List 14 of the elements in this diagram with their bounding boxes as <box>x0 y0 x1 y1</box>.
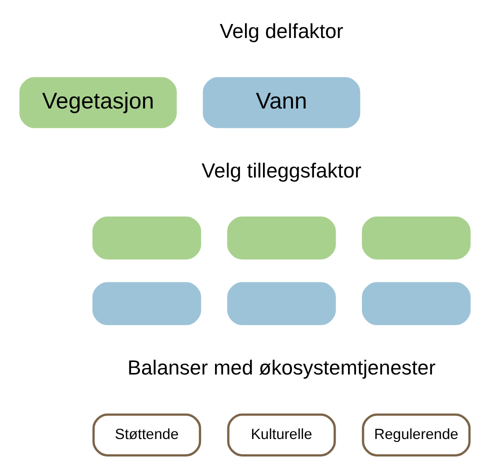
node-box: Vegetasjon <box>18 77 176 128</box>
label: Velg delfaktor <box>219 21 343 44</box>
node-box: Regulerende <box>361 413 470 456</box>
node-box: Kulturelle <box>226 413 336 456</box>
node-box <box>226 282 336 326</box>
label: Velg tilleggsfaktor <box>201 160 361 182</box>
node-box <box>92 216 201 260</box>
label: Balanser med økosystemtjenester <box>127 357 436 380</box>
node-box <box>361 216 470 260</box>
node-box <box>92 282 201 326</box>
node-box: Støttende <box>92 413 201 456</box>
node-box <box>361 282 470 326</box>
node-box <box>226 216 336 260</box>
node-box: Vann <box>202 77 360 128</box>
